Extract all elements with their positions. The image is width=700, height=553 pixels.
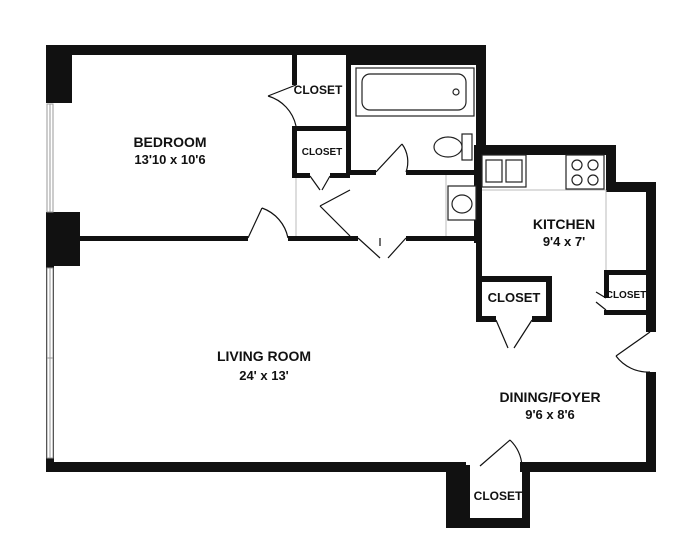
dining-foyer-dims: 9'6 x 8'6 bbox=[525, 407, 575, 422]
interior-walls bbox=[80, 55, 650, 322]
exterior-walls bbox=[46, 45, 656, 528]
doors bbox=[247, 84, 651, 467]
closet-label-entry: CLOSET bbox=[474, 489, 523, 503]
sink bbox=[447, 185, 477, 221]
closet-label-right: CLOSET bbox=[606, 290, 647, 301]
bathtub bbox=[355, 67, 475, 117]
stove bbox=[565, 154, 605, 190]
living-room-label: LIVING ROOM bbox=[217, 348, 311, 364]
bedroom-dims: 13'10 x 10'6 bbox=[134, 152, 205, 167]
kitchen-sink bbox=[481, 154, 527, 188]
thin-lines bbox=[295, 175, 607, 270]
closet-label-bedroom-top: CLOSET bbox=[294, 83, 343, 97]
toilet bbox=[433, 133, 473, 161]
kitchen-dims: 9'4 x 7' bbox=[543, 234, 585, 249]
windows bbox=[46, 103, 54, 459]
living-room-dims: 24' x 13' bbox=[239, 368, 289, 383]
kitchen-label: KITCHEN bbox=[533, 216, 595, 232]
closet-label-bedroom-lower: CLOSET bbox=[302, 147, 343, 158]
closet-label-kitchen: CLOSET bbox=[488, 290, 541, 305]
bedroom-label: BEDROOM bbox=[133, 134, 206, 150]
dining-foyer-label: DINING/FOYER bbox=[499, 389, 600, 405]
